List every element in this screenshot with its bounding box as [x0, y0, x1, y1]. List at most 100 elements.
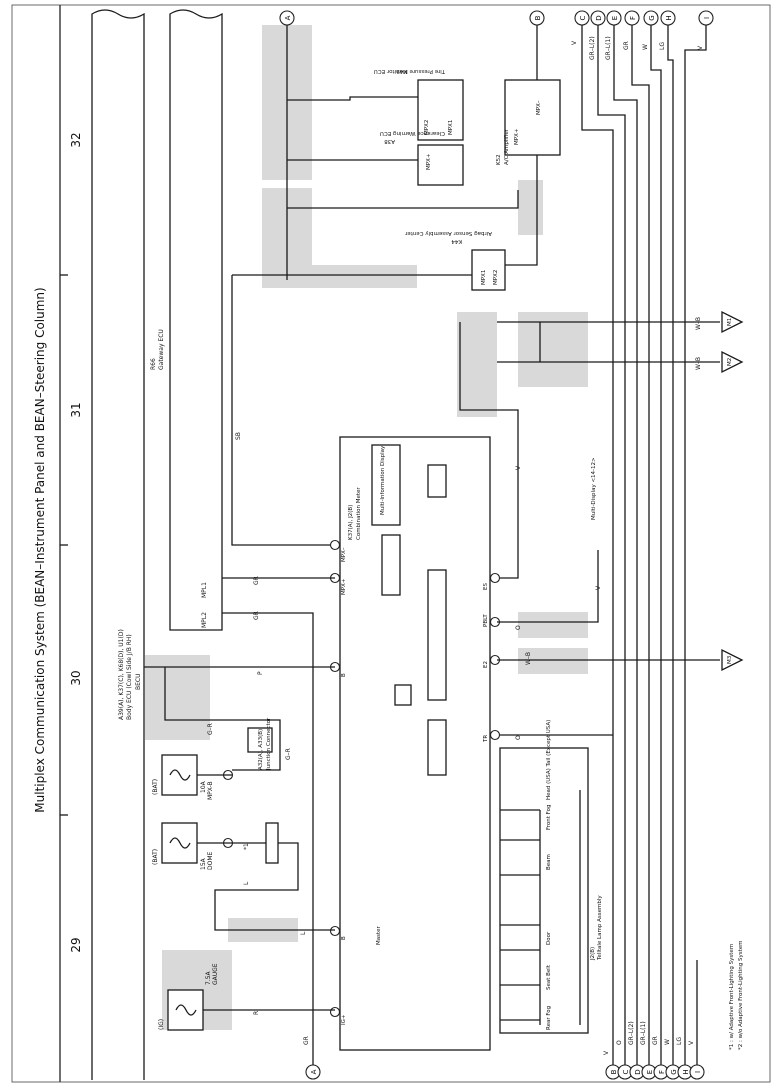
- svg-text:O: O: [515, 735, 522, 740]
- svg-text:GR: GR: [253, 576, 260, 585]
- svg-text:W–B: W–B: [695, 357, 702, 370]
- svg-text:O: O: [515, 625, 522, 630]
- svg-text:GR: GR: [303, 1036, 310, 1045]
- grid-number-30: 30: [69, 670, 83, 685]
- svg-text:10A: 10A: [200, 780, 207, 793]
- gateway-ecu-box: [169, 9, 223, 631]
- multi-display-ref: Multi-Display <14-12>: [591, 457, 597, 520]
- clearance-ecu-name: Clearance Warning ECU: [380, 130, 445, 136]
- bottom-connectors: A B C D E F G H I: [305, 1064, 705, 1080]
- meter-cpu: [427, 569, 447, 701]
- svg-text:MPX1: MPX1: [481, 270, 487, 285]
- svg-text:TR: TR: [483, 735, 489, 743]
- svg-text:GR: GR: [652, 1036, 659, 1045]
- meter-name: Combination Meter: [356, 487, 362, 540]
- svg-text:E2: E2: [483, 661, 489, 668]
- svg-text:F: F: [658, 1070, 666, 1074]
- svg-text:W: W: [664, 1039, 671, 1045]
- junction-name: Junction Connector: [266, 717, 272, 771]
- svg-text:G: G: [648, 15, 656, 20]
- meter-block-3: [394, 684, 412, 706]
- tire-pressure-ecu-box: [417, 79, 464, 141]
- meter-block-4: [427, 719, 447, 776]
- fuse-gauge: (IG) 7.5A GAUGE R: [158, 963, 335, 1031]
- telltale-lamp-assembly-box: [499, 747, 589, 1034]
- pin-mpl1: MPL1: [201, 582, 208, 598]
- svg-text:V: V: [697, 45, 704, 50]
- svg-text:B: B: [341, 673, 347, 677]
- svg-text:R: R: [253, 1011, 260, 1015]
- ground-wb-lines: W–B W–B W–B V O O V Multi-Display <14-12…: [459, 317, 720, 740]
- telltale-ref: J2(B): [590, 947, 596, 961]
- shade-wb2: [518, 312, 588, 387]
- svg-text:7.5A: 7.5A: [205, 970, 212, 985]
- svg-text:Rear Fog: Rear Fog: [546, 1006, 552, 1030]
- svg-text:MPX2: MPX2: [424, 120, 430, 135]
- gateway-ecu-name: Gateway ECU: [158, 329, 165, 370]
- svg-text:A: A: [284, 15, 292, 20]
- svg-text:A: A: [310, 1069, 318, 1074]
- svg-text:(BAT): (BAT): [152, 849, 159, 865]
- grid-numbers: 29 30 31 32: [60, 132, 83, 953]
- wire-tire: [287, 96, 418, 101]
- wire-mpl2: [222, 612, 314, 1065]
- svg-text:GR–L(1): GR–L(1): [640, 1021, 647, 1045]
- svg-text:D: D: [634, 1069, 642, 1074]
- ac-amp-name: A/C Amplifier: [504, 128, 510, 165]
- airbag-ref: K44: [451, 238, 462, 244]
- meter-block-2: [427, 464, 447, 498]
- svg-text:LG: LG: [676, 1037, 683, 1045]
- note-1: *1 : w/ Adaptive Front-Lighting System: [729, 944, 735, 1050]
- fuse-mpxb: (BAT) 10A MPX-B: [152, 754, 234, 800]
- grid-number-31: 31: [69, 402, 83, 417]
- svg-text:(IG): (IG): [158, 1019, 165, 1030]
- shade-row: [262, 265, 417, 288]
- body-ecu-ref: A39(A), K37(C), K68(D), U1(D): [118, 629, 125, 720]
- svg-text:B: B: [534, 15, 542, 20]
- page-frame: [11, 4, 771, 1083]
- svg-text:M1: M1: [727, 318, 733, 326]
- svg-text:ES: ES: [483, 583, 489, 590]
- tire-ecu-ref: K49: [396, 68, 407, 74]
- junction-connector-box: [247, 727, 273, 753]
- shade-e2: [518, 648, 588, 674]
- svg-text:MPX-B: MPX-B: [207, 781, 214, 800]
- shade-wb1: [457, 312, 497, 417]
- telltale-name: Telltale Lamp Assembly: [597, 895, 603, 961]
- clearance-warning-ecu-box: [417, 144, 464, 186]
- svg-text:P: P: [257, 671, 264, 675]
- svg-text:LG: LG: [659, 42, 666, 50]
- svg-text:Door: Door: [546, 931, 552, 945]
- svg-text:MPX–: MPX–: [536, 100, 542, 115]
- svg-text:G–R: G–R: [285, 748, 292, 760]
- svg-text:MPX1: MPX1: [448, 120, 454, 135]
- svg-text:H: H: [682, 1069, 690, 1074]
- clearance-ecu-ref: A38: [384, 138, 395, 144]
- svg-text:GR: GR: [623, 41, 630, 50]
- svg-text:DOME: DOME: [207, 851, 214, 870]
- svg-text:GR–L(1): GR–L(1): [605, 36, 612, 60]
- svg-text:W: W: [642, 44, 649, 50]
- wire-lg: [287, 190, 519, 209]
- body-ecu-name: Body ECU (Cowl Side J/B RH): [126, 634, 133, 720]
- tire-ecu-name: Tire Pressure Monitor ECU: [374, 68, 446, 74]
- svg-text:M3: M3: [727, 655, 733, 664]
- airbag-name: Airbag Sensor Assembly Center: [404, 230, 492, 236]
- telltale-lamps: Rear Fog Seat Belt Door Beam Front Fog H…: [500, 720, 581, 1030]
- svg-text:I: I: [694, 1071, 702, 1073]
- svg-text:MPX+: MPX+: [341, 578, 347, 595]
- svg-text:MPX+: MPX+: [426, 153, 432, 170]
- svg-text:W–B: W–B: [695, 317, 702, 330]
- pin-mpl2: MPL2: [201, 612, 208, 628]
- svg-text:O: O: [616, 1040, 623, 1045]
- svg-text:G–R: G–R: [207, 723, 214, 735]
- ac-amp-ref: K52: [496, 154, 502, 165]
- svg-text:B: B: [610, 1069, 618, 1074]
- meter-block-1: [381, 534, 401, 596]
- svg-text:C: C: [622, 1069, 630, 1074]
- multi-info-display-box: [371, 444, 401, 526]
- svg-text:PBLT: PBLT: [483, 614, 489, 627]
- fuse-dome: (BAT) 15A DOME *1 L L: [152, 822, 335, 935]
- svg-text:V: V: [595, 585, 602, 590]
